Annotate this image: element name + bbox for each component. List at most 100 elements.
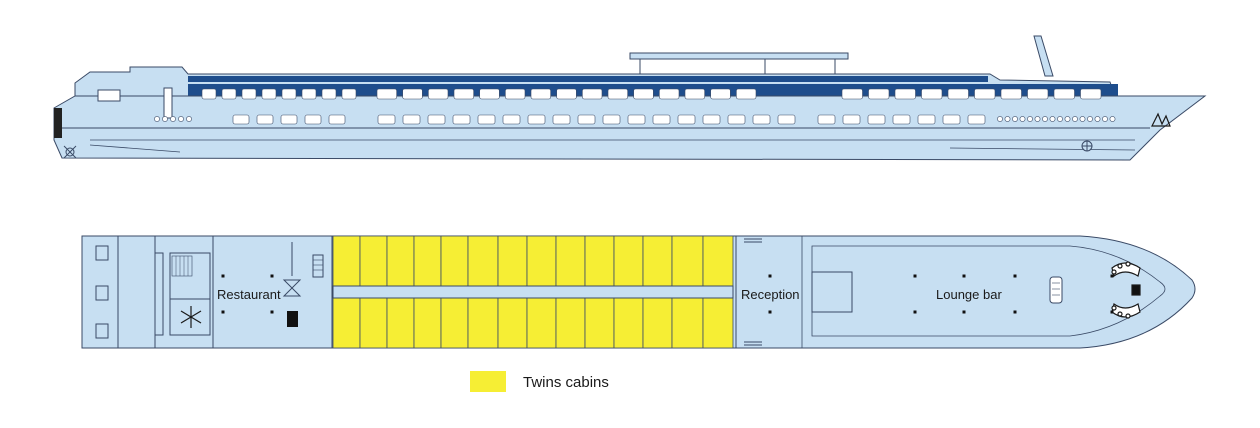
twins-cabin	[413, 297, 442, 349]
porthole	[154, 116, 160, 122]
deck-column-dot	[270, 310, 274, 314]
bow-seating-icon	[1111, 261, 1141, 319]
propeller-icon	[63, 145, 77, 159]
upper-window	[505, 88, 526, 100]
anchor-icon	[1081, 140, 1093, 152]
legend-label-twins-cabins: Twins cabins	[523, 374, 609, 391]
upper-window	[633, 88, 654, 100]
upper-window	[710, 88, 731, 100]
twins-cabin	[671, 297, 704, 349]
twins-cabin	[386, 235, 415, 287]
lower-window	[452, 114, 471, 125]
deck-column-dot	[221, 310, 225, 314]
porthole	[1079, 116, 1086, 122]
deck-column-dot	[962, 274, 966, 278]
deck-column-dot	[1013, 274, 1017, 278]
upper-window	[1080, 88, 1102, 100]
porthole	[1072, 116, 1078, 122]
porthole	[162, 116, 168, 122]
twins-cabin	[413, 235, 442, 287]
upper-window	[921, 88, 943, 100]
twins-cabin	[671, 235, 704, 287]
twins-cabin	[497, 297, 528, 349]
ship-side-view	[53, 35, 1207, 161]
porthole	[1034, 116, 1041, 122]
upper-window	[868, 88, 890, 100]
upper-window	[1053, 88, 1075, 100]
lower-window	[402, 114, 421, 125]
twins-cabin	[467, 297, 499, 349]
twins-cabin	[555, 297, 586, 349]
lounge-area-outline	[801, 236, 1166, 348]
lower-window	[817, 114, 836, 125]
upper-window	[261, 88, 277, 100]
upper-window	[341, 88, 357, 100]
upper-window	[221, 88, 237, 100]
porthole	[1094, 116, 1101, 122]
upper-window	[841, 88, 863, 100]
lower-window	[842, 114, 861, 125]
deck-column-dot	[270, 274, 274, 278]
upper-window	[321, 88, 337, 100]
twins-cabin	[642, 297, 673, 349]
porthole	[1027, 116, 1033, 122]
deck-column-dot	[1110, 274, 1114, 278]
lower-window	[477, 114, 496, 125]
legend: Twins cabins	[470, 371, 609, 392]
lower-window	[577, 114, 596, 125]
legend-swatch-twins-cabins	[470, 371, 506, 392]
porthole	[1109, 116, 1116, 122]
porthole	[1019, 116, 1026, 122]
upper-window	[947, 88, 969, 100]
lower-window	[652, 114, 671, 125]
valve-icon	[282, 279, 302, 297]
deck-column-dot	[768, 310, 772, 314]
lower-window	[917, 114, 936, 125]
lower-window	[232, 114, 250, 125]
ship-mast	[1033, 35, 1054, 77]
deck-column-dot	[962, 310, 966, 314]
lower-window	[967, 114, 986, 125]
upper-window	[376, 88, 397, 100]
upper-window	[241, 88, 257, 100]
upper-window	[428, 88, 449, 100]
lower-window	[527, 114, 546, 125]
porthole	[1004, 116, 1011, 122]
upper-window	[736, 88, 757, 100]
twins-cabin	[584, 235, 615, 287]
twins-cabins-block	[332, 235, 734, 349]
porthole	[1102, 116, 1108, 122]
snowflake-icon	[180, 306, 202, 328]
deck-plan: Restaurant Reception Lounge bar	[81, 235, 1196, 349]
lower-window	[727, 114, 746, 125]
upper-window	[402, 88, 423, 100]
deck-column-dot	[913, 274, 917, 278]
upper-window	[684, 88, 705, 100]
porthole	[170, 116, 176, 122]
lower-window	[377, 114, 396, 125]
twins-cabin	[613, 235, 644, 287]
bar-counter-icon	[1049, 276, 1063, 304]
stern-panel	[54, 108, 62, 138]
lower-window	[677, 114, 696, 125]
twins-cabin	[642, 235, 673, 287]
lounge-bar-label: Lounge bar	[936, 287, 1002, 302]
upper-window	[201, 88, 217, 100]
upper-window	[974, 88, 996, 100]
lounge-central-block	[811, 271, 853, 313]
twins-cabin	[702, 235, 734, 287]
porthole	[1064, 116, 1071, 122]
lower-window	[602, 114, 621, 125]
lower-window	[552, 114, 571, 125]
porthole	[178, 116, 184, 122]
deck-column-dot	[221, 274, 225, 278]
restaurant-label: Restaurant	[217, 287, 281, 302]
upper-window	[894, 88, 916, 100]
lower-window	[702, 114, 721, 125]
porthole	[997, 116, 1003, 122]
twins-cabin	[584, 297, 615, 349]
deck-column-dot	[768, 274, 772, 278]
lower-window	[280, 114, 298, 125]
lower-window	[752, 114, 771, 125]
upper-window	[1027, 88, 1049, 100]
